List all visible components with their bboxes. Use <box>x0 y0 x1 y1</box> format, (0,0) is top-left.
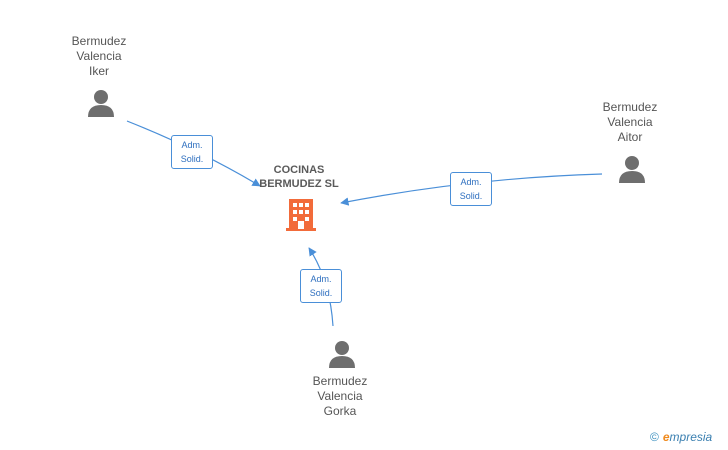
role-badge: Adm. Solid. <box>300 269 342 303</box>
person-name-line2: Valencia <box>317 389 363 403</box>
person-name-line3: Aitor <box>617 130 643 144</box>
role-badge: Adm. Solid. <box>171 135 213 169</box>
person-name-line3: Iker <box>88 64 109 78</box>
person-name-line2: Valencia <box>607 115 653 129</box>
company-name-line1: COCINAS <box>273 164 325 176</box>
person-name-line2: Valencia <box>76 49 122 63</box>
logo-text: mpresia <box>669 430 713 444</box>
person-name-line1: Bermudez <box>312 374 368 388</box>
building-icon[interactable] <box>286 199 316 231</box>
person-name-iker[interactable]: Bermudez Valencia Iker <box>39 34 159 79</box>
role-line1: Adm. <box>310 274 332 284</box>
empresia-logo[interactable]: ©empresia <box>650 430 712 444</box>
copyright-symbol: © <box>650 430 659 444</box>
logo-e: e <box>662 430 670 444</box>
person-name-aitor[interactable]: Bermudez Valencia Aitor <box>570 100 690 145</box>
role-line2: Solid. <box>309 288 333 298</box>
company-name[interactable]: COCINAS BERMUDEZ SL <box>229 163 369 191</box>
role-badge: Adm. Solid. <box>450 172 492 206</box>
role-line1: Adm. <box>460 177 482 187</box>
role-line2: Solid. <box>459 191 483 201</box>
company-name-line2: BERMUDEZ SL <box>259 178 339 190</box>
person-icon[interactable] <box>619 156 645 183</box>
person-name-line3: Gorka <box>323 404 357 418</box>
role-line2: Solid. <box>180 154 204 164</box>
person-name-gorka[interactable]: Bermudez Valencia Gorka <box>280 374 400 419</box>
person-icon[interactable] <box>88 90 114 117</box>
person-icon[interactable] <box>329 341 355 368</box>
role-line1: Adm. <box>181 140 203 150</box>
person-name-line1: Bermudez <box>602 100 658 114</box>
person-name-line1: Bermudez <box>71 34 127 48</box>
